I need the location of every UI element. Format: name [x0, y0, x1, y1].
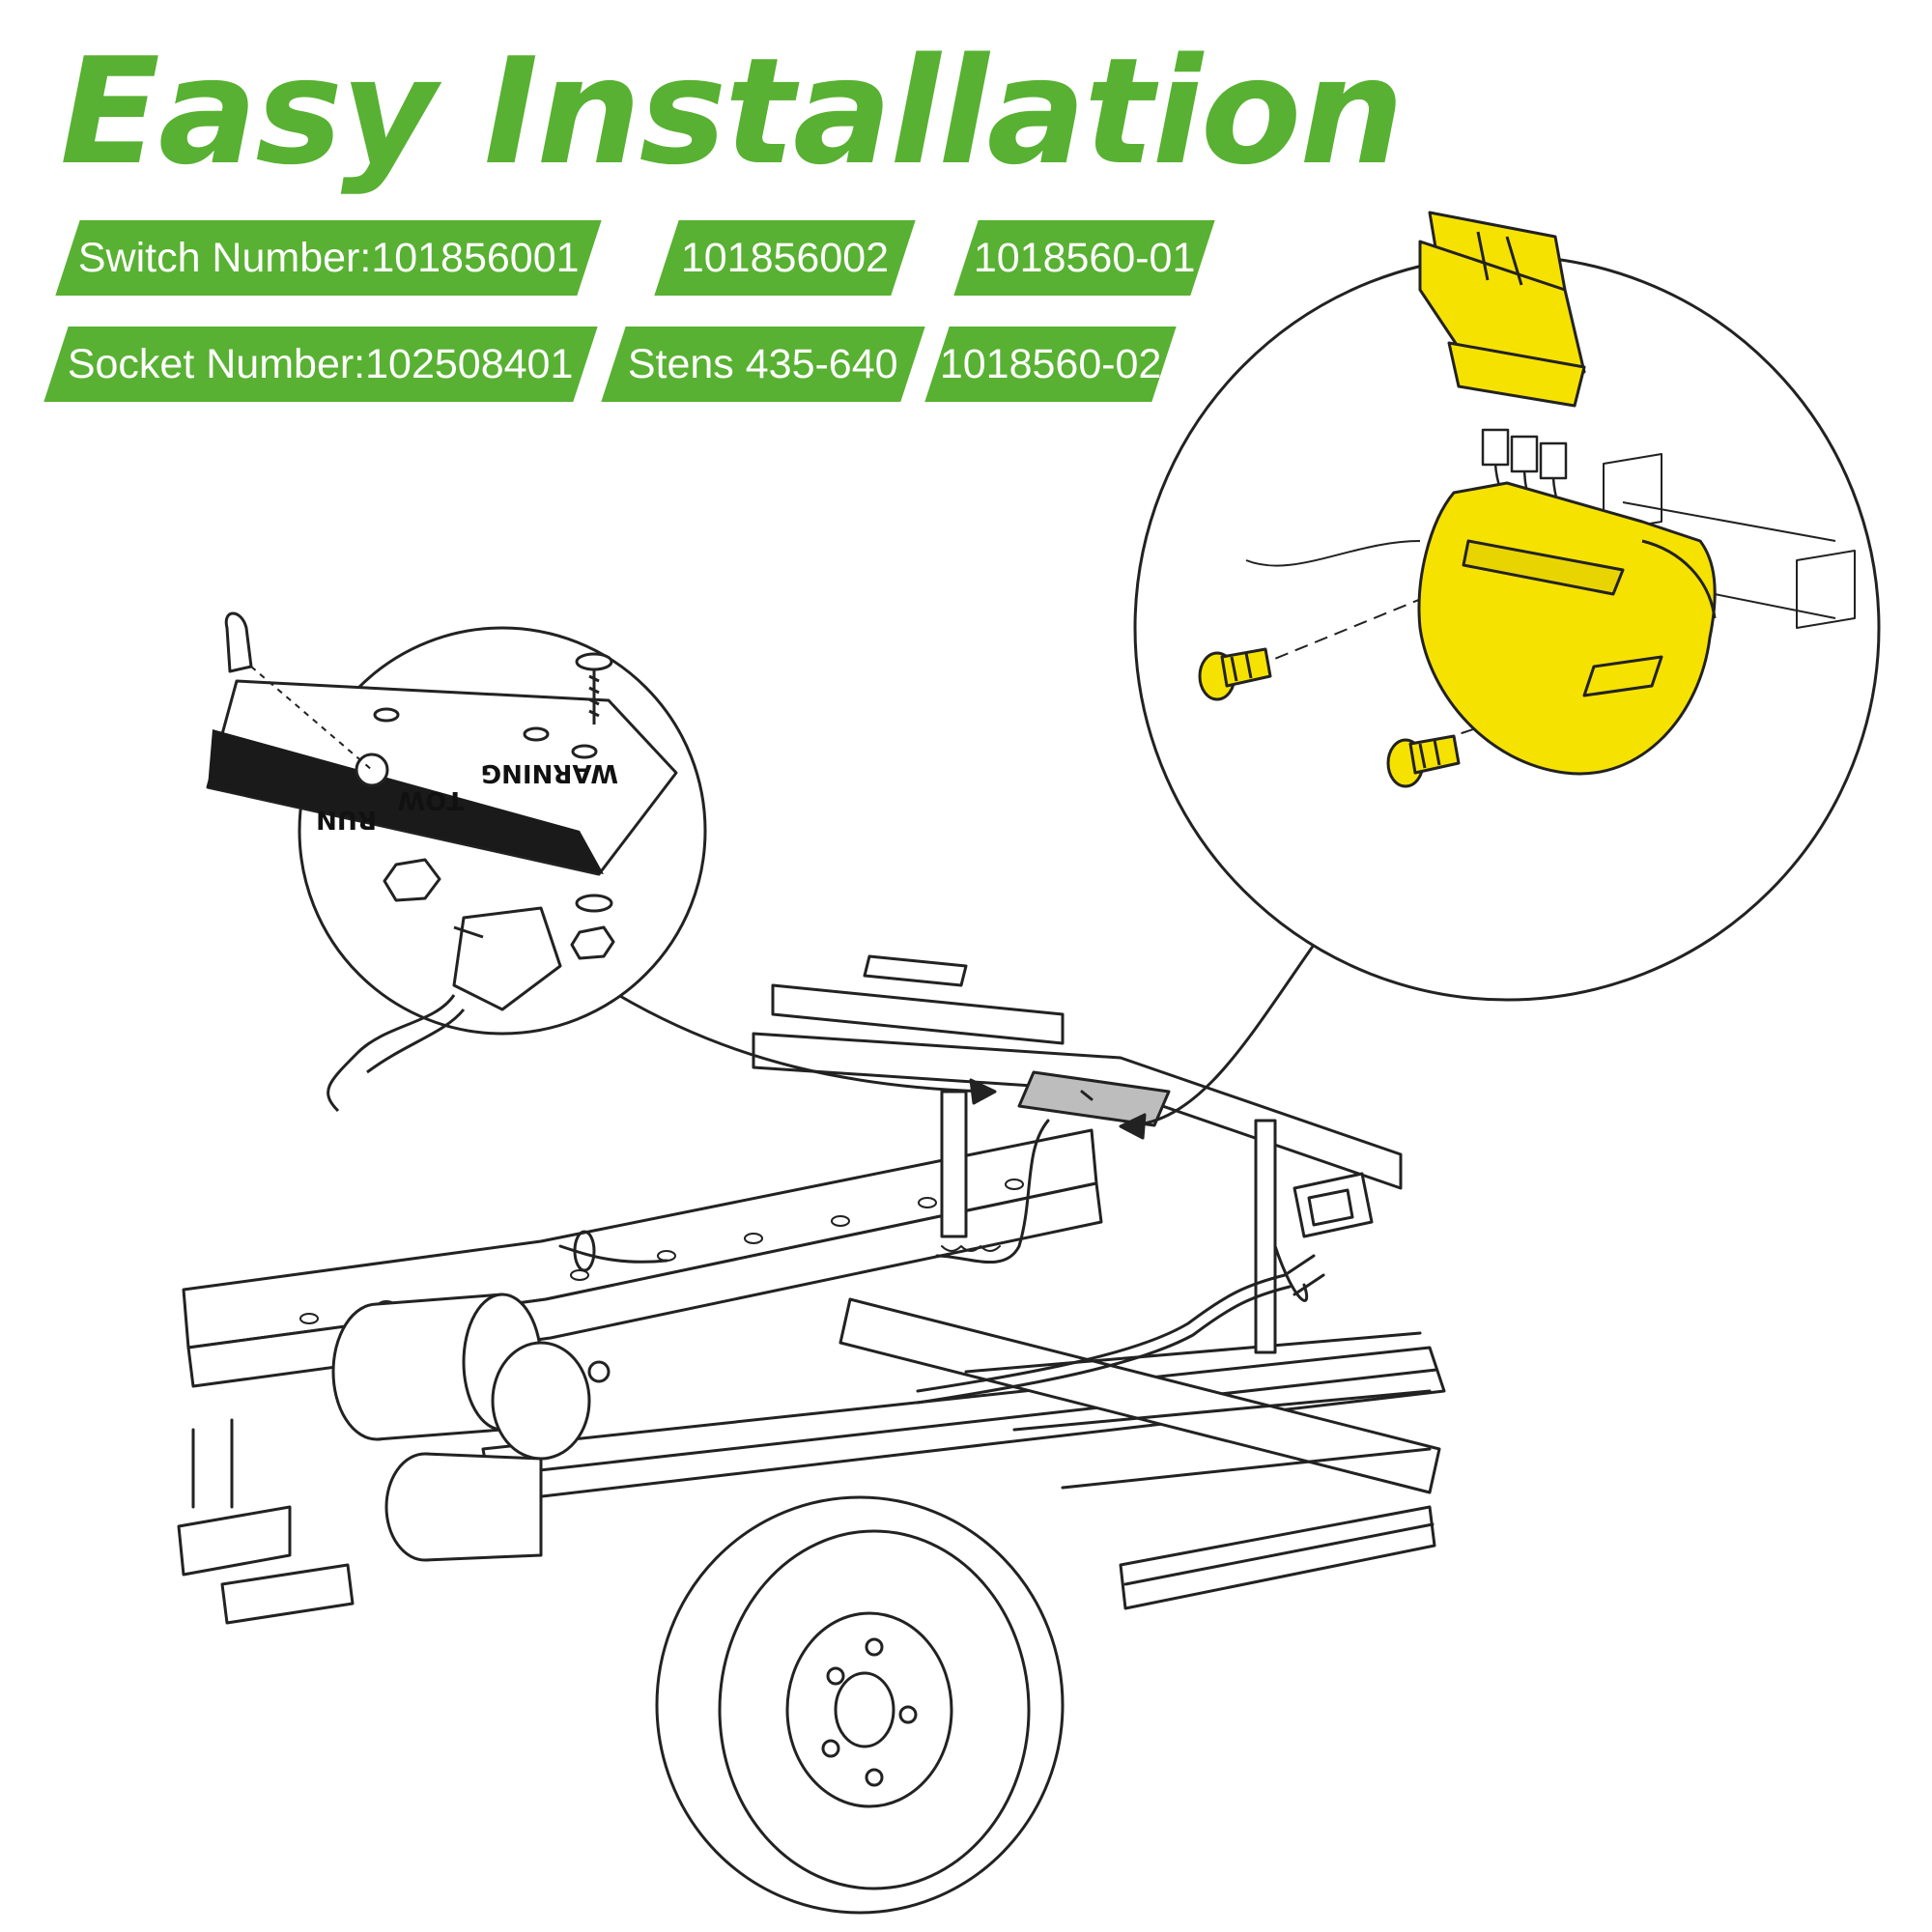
rocker-switch-icon	[1418, 211, 1586, 408]
motor	[331, 1293, 611, 1562]
arrow-head-right	[1119, 1113, 1147, 1140]
cart-chassis	[177, 1032, 1446, 1625]
callout-toggle-switch	[206, 611, 707, 1113]
screw-icon	[1198, 647, 1272, 701]
wiring-harness	[558, 1172, 1374, 1405]
decal-warning-text: WARNING	[481, 758, 618, 787]
screw-icon	[1386, 734, 1461, 788]
decal-tow-text: TOW	[397, 785, 464, 814]
callout-rocker-switch	[1133, 211, 1881, 1002]
switch-bracket	[771, 954, 1171, 1264]
decal-run-text: RUN	[316, 805, 377, 834]
wheel-icon	[655, 1495, 1065, 1915]
page-title: Easy Installation	[60, 26, 1405, 197]
switch-socket-icon	[1417, 481, 1717, 776]
toggle-switch-icon	[327, 906, 562, 1113]
arrow-left-callout	[616, 993, 987, 1094]
arrow-right-callout	[1128, 916, 1335, 1127]
arrow-head-left	[969, 1078, 997, 1105]
